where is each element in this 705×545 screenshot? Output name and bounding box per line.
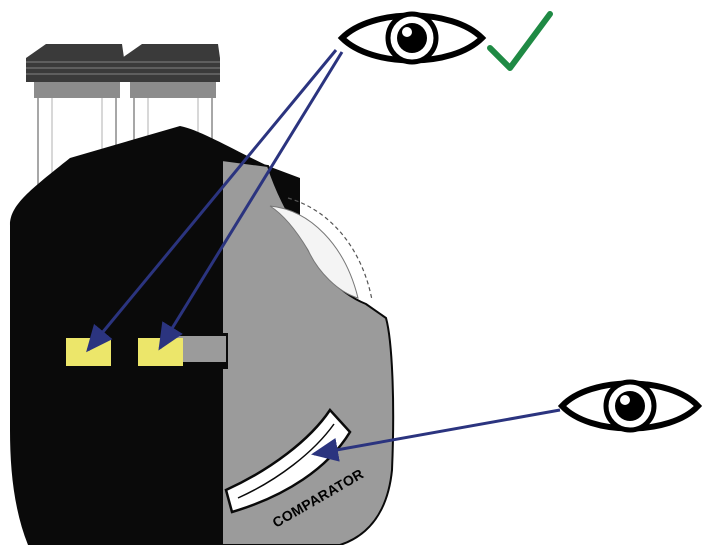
eye-icon — [337, 11, 487, 65]
comparator-device: COMPARATOR — [10, 126, 395, 545]
arrow-to-right-window — [158, 51, 344, 351]
color-wheel — [269, 205, 359, 299]
eye-icon — [557, 379, 703, 433]
arrow-to-left-window — [86, 49, 338, 353]
arrow-to-comparator — [311, 408, 561, 462]
light-channel — [176, 336, 226, 362]
sight-lines — [86, 49, 561, 462]
sample-window-right — [138, 338, 183, 366]
color-wheel-outline — [287, 197, 373, 301]
comparator-window — [224, 407, 352, 514]
sample-window-left — [66, 338, 111, 366]
checkmark-icon — [487, 11, 553, 71]
